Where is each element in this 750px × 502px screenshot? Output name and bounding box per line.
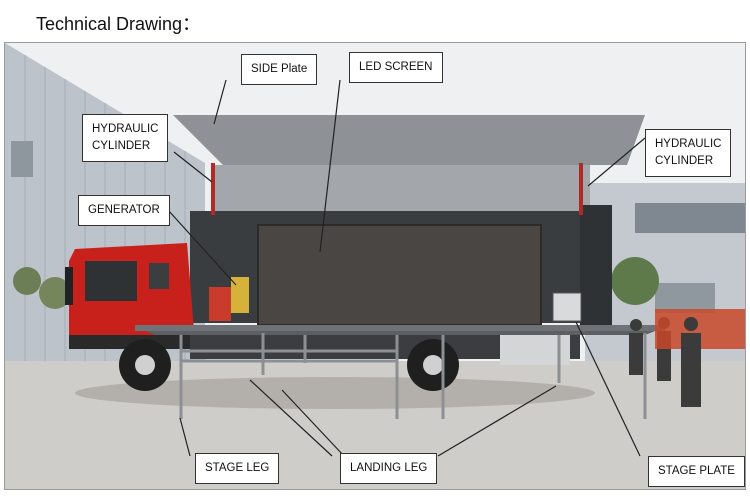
stage-truck-photo	[4, 42, 746, 490]
callout-stage-leg-text: STAGE LEG	[205, 462, 270, 474]
callout-stage-plate: STAGE PLATE	[648, 456, 745, 487]
callout-landing-leg: LANDING LEG	[340, 453, 438, 484]
callout-hydraulic-cylinder-right: HYDRAULIC CYLINDER	[645, 129, 732, 177]
callout-landing-leg-text: LANDING LEG	[350, 462, 428, 474]
stage-truck-illustration	[5, 43, 745, 489]
callout-side-plate: SIDE Plate	[241, 54, 318, 85]
callout-side-plate-text: SIDE Plate	[251, 63, 308, 75]
callout-stage-leg: STAGE LEG	[195, 453, 280, 484]
page-heading: Technical Drawing：	[36, 14, 201, 34]
callout-generator: GENERATOR	[78, 195, 170, 226]
callout-generator-text: GENERATOR	[88, 204, 160, 216]
callout-hydraulic-left-text: HYDRAULIC CYLINDER	[92, 123, 159, 152]
callout-stage-plate-text: STAGE PLATE	[658, 465, 735, 477]
callout-hydraulic-cylinder-left: HYDRAULIC CYLINDER	[82, 114, 169, 162]
callout-led-screen-text: LED SCREEN	[359, 61, 433, 73]
callout-led-screen: LED SCREEN	[349, 52, 443, 83]
callout-hydraulic-right-text: HYDRAULIC CYLINDER	[655, 138, 722, 167]
